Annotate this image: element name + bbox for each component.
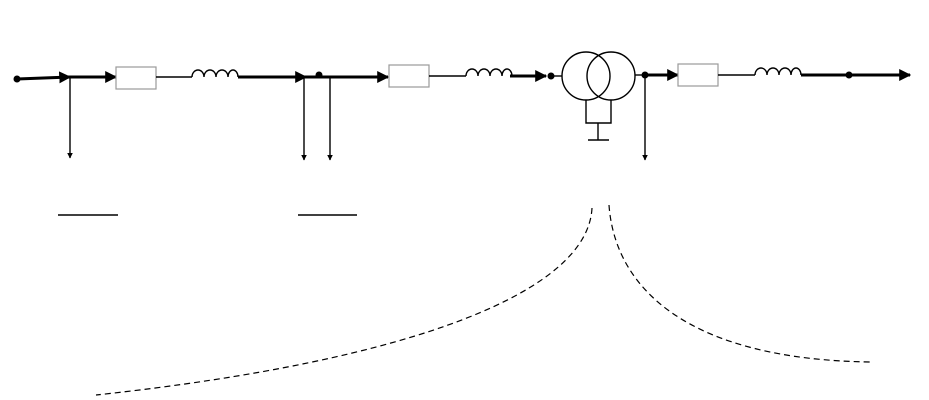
inductor-1 <box>191 69 239 78</box>
transformer-ground-bracket <box>585 100 612 124</box>
resistor-2 <box>388 64 430 88</box>
node-5 <box>845 71 853 79</box>
resistor-1 <box>115 66 157 90</box>
transformer-winding-1 <box>561 51 611 101</box>
dashed-curve-left <box>95 207 593 396</box>
resistor-3 <box>677 63 719 87</box>
bus-segment-1 <box>16 71 72 84</box>
inductor-3 <box>754 67 802 76</box>
dashed-curve-right <box>608 204 873 363</box>
transformer-winding-2 <box>586 51 636 101</box>
inductor-2 <box>465 68 513 77</box>
